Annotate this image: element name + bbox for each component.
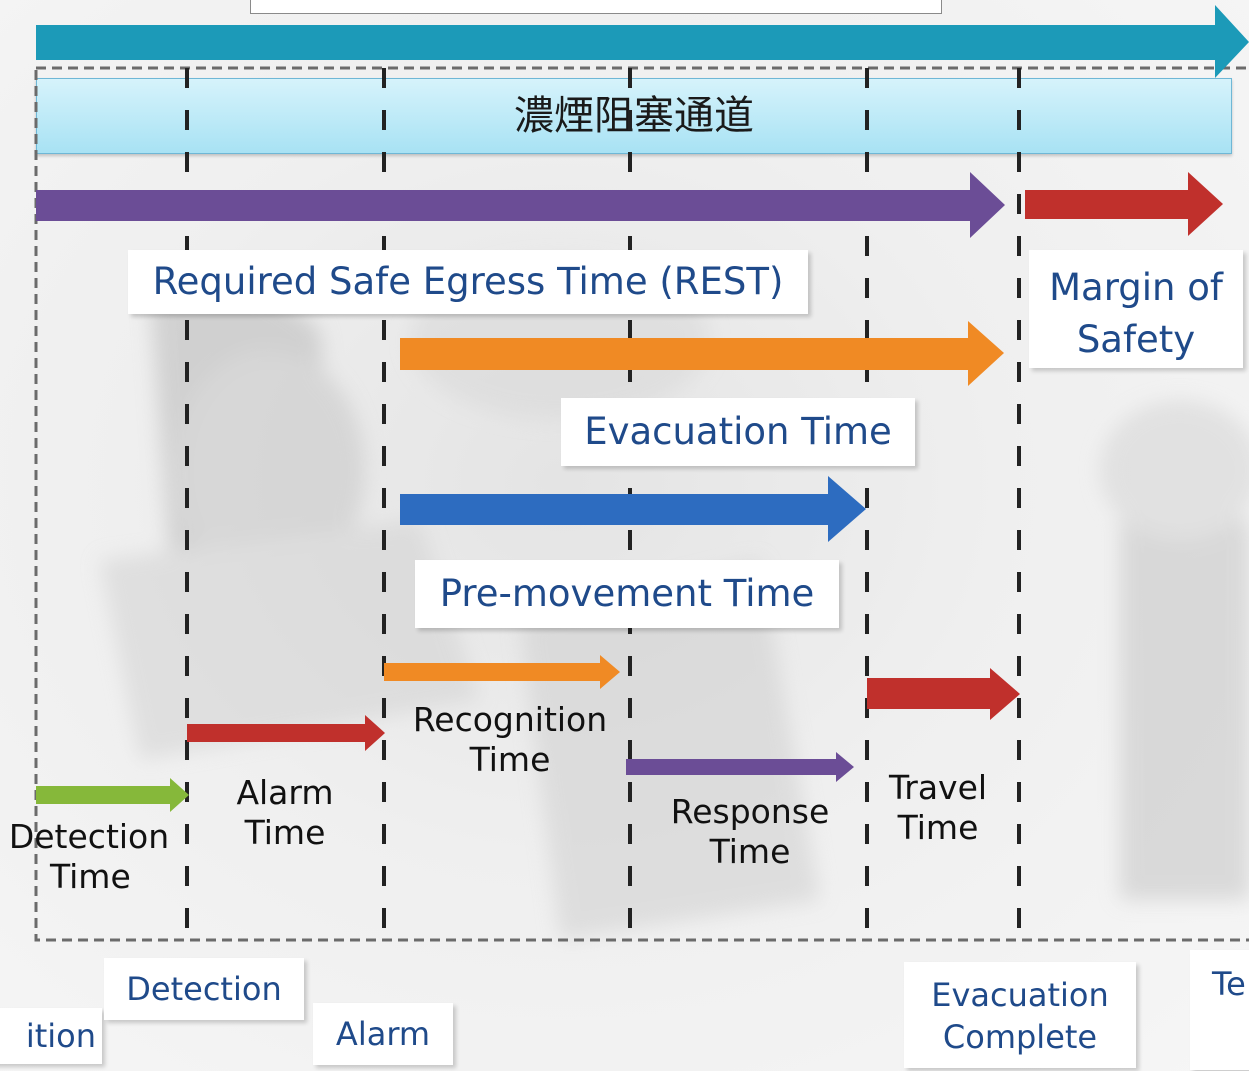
alarm-text: Alarm [335,1015,431,1053]
travel-arrow [867,668,1020,720]
detection-time-label: Detection Time [4,817,174,896]
response-time-line2: Time [709,831,791,871]
event-alarm-label: Alarm [313,1003,453,1065]
travel-time-line1: Travel [888,768,988,807]
detection-time-line1: Detection [8,817,170,856]
event-tenability-label: Te [1190,950,1249,1070]
rset-label-text: Required Safe Egress Time (REST) [152,260,784,303]
total-time-arrow [36,5,1249,78]
alarm-time-label: Alarm Time [214,773,356,852]
travel-time-label: Travel Time [880,768,996,847]
ignition-text: ition [25,1017,96,1055]
premovement-label-text: Pre-movement Time [439,572,815,615]
smoke-blocked-banner: 濃煙阻塞通道 [36,78,1232,154]
evac-complete-line2: Complete [942,1018,1098,1056]
premovement-time-label: Pre-movement Time [415,560,839,628]
travel-time-line2: Time [897,807,979,847]
alarm-time-line2: Time [244,812,326,852]
event-evacuation-complete-label: Evacuation Complete [904,962,1136,1068]
detection-arrow [36,778,189,812]
rset-label: Required Safe Egress Time (REST) [128,250,808,314]
evacuation-arrow [400,321,1004,386]
rset-arrow [36,172,1005,238]
banner-text: 濃煙阻塞通道 [514,93,754,139]
response-time-label: Response Time [660,792,840,871]
evacuation-time-label: Evacuation Time [561,398,915,466]
detection-time-line2: Time [50,856,131,896]
margin-line-1: Margin of [1049,266,1223,309]
timeline-frame [34,66,1249,942]
recognition-arrow [384,655,620,689]
event-detection-label: Detection [104,958,304,1020]
event-ignition-label: ition [0,1008,102,1064]
tenability-text: Te [1212,965,1246,1003]
recognition-time-line2: Time [469,739,551,779]
margin-of-safety-label: Margin of Safety [1029,250,1243,368]
recognition-time-label: Recognition Time [405,700,615,779]
alarm-arrow [187,715,385,751]
evacuation-label-text: Evacuation Time [584,410,892,453]
evac-complete-line1: Evacuation [931,976,1109,1014]
response-arrow [626,752,854,782]
top-title-box [250,0,942,14]
margin-arrow [1025,172,1223,236]
recognition-time-line1: Recognition [412,700,608,739]
alarm-time-line1: Alarm [236,773,334,812]
margin-line-2: Safety [1076,318,1196,361]
detection-text: Detection [126,970,282,1008]
response-time-line1: Response [670,792,830,831]
premovement-arrow [400,476,866,542]
